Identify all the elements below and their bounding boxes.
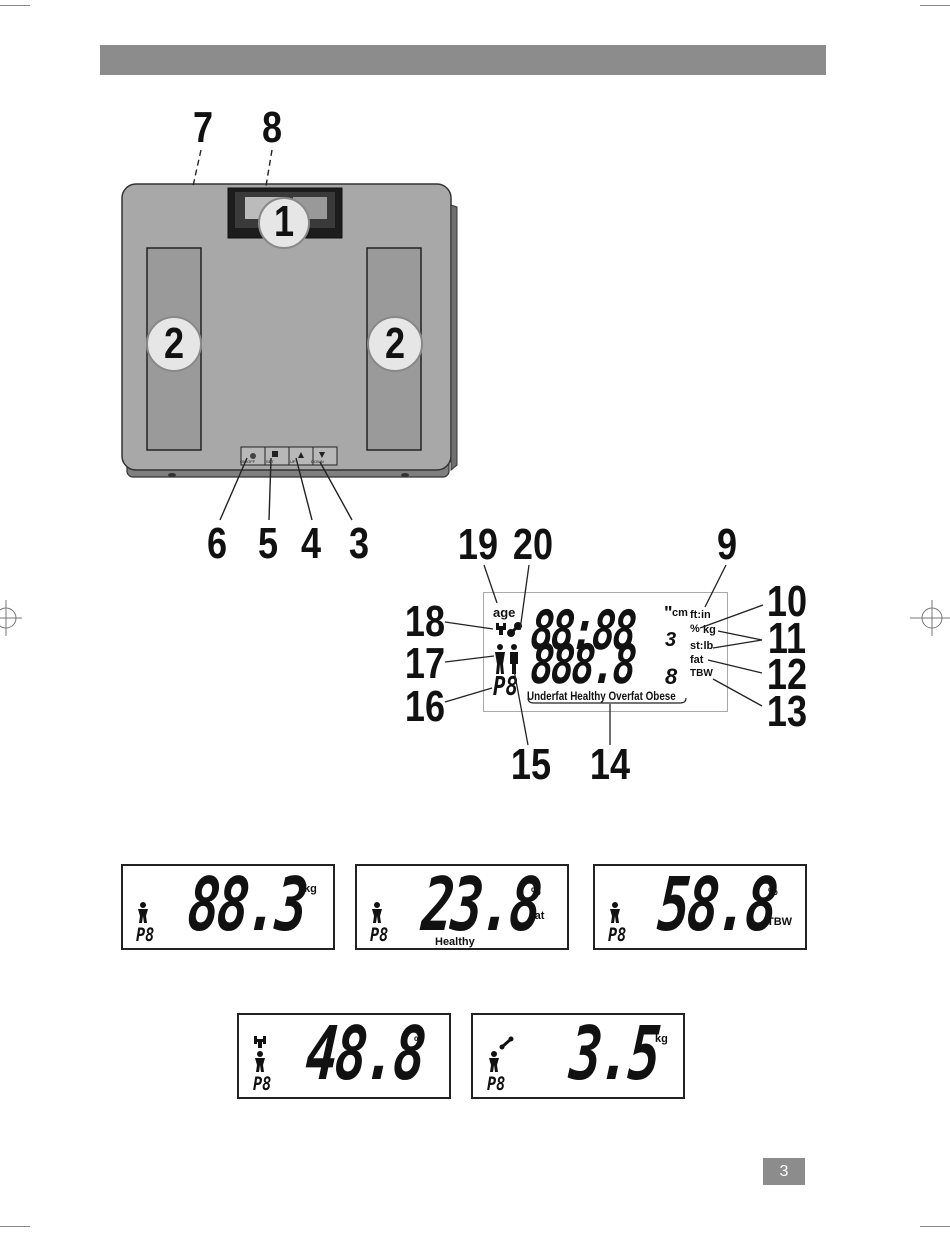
display-unit: kg [304,883,317,895]
crop-mark [0,1226,30,1227]
example-display-bone: 3.5 kg P8 [471,1013,685,1099]
display-value: 58.8 [655,868,777,942]
example-display-muscle: 48.8 % P8 [237,1013,451,1099]
display-unit: kg [655,1033,668,1045]
muscle-icon [253,1035,267,1049]
display-p8: P8 [370,924,388,946]
bone-icon [499,1035,515,1051]
display-bar: Healthy [435,936,475,948]
page-number: 3 [763,1158,805,1185]
display-p8: P8 [253,1073,271,1095]
person-icon [136,902,150,924]
display-value: 3.5 [567,1017,660,1091]
display-unit: % [768,886,778,898]
display-unit: % [531,886,541,898]
person-icon [487,1051,501,1073]
display-value: 88.3 [185,868,307,942]
person-icon [608,902,622,924]
example-display-weight: 88.3 kg P8 [121,864,335,950]
display-value: 23.8 [419,868,541,942]
crop-mark [920,1226,950,1227]
example-display-fat: 23.8 % fat P8 Healthy [355,864,569,950]
legend-leader-lines [0,0,950,800]
display-value: 48.8 [303,1017,425,1091]
display-label: fat [531,910,544,922]
display-unit: % [414,1035,424,1047]
person-icon [370,902,384,924]
display-p8: P8 [487,1073,505,1095]
display-p8: P8 [608,924,626,946]
person-icon [253,1051,267,1073]
display-label: TBW [767,916,792,928]
example-display-tbw: 58.8 % TBW P8 [593,864,807,950]
display-p8: P8 [136,924,154,946]
